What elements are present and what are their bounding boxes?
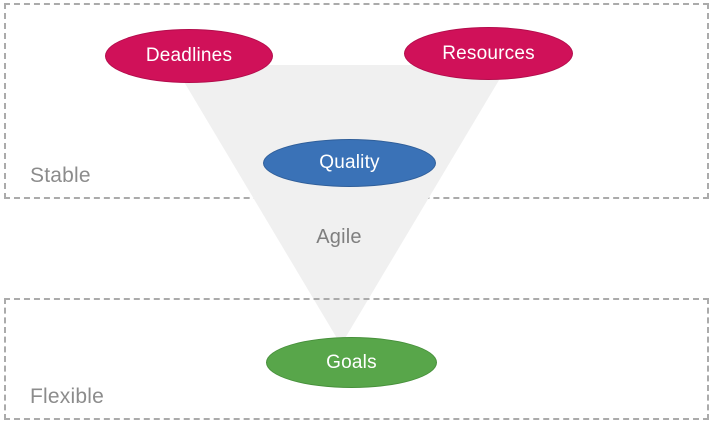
flexible-zone-label: Flexible <box>30 384 104 408</box>
node-resources-label: Resources <box>442 42 535 64</box>
node-quality: Quality <box>263 139 436 187</box>
node-goals-label: Goals <box>326 351 377 373</box>
node-deadlines-label: Deadlines <box>145 45 233 66</box>
flexible-zone: Flexible <box>4 298 709 420</box>
stable-zone-label: Stable <box>30 163 91 187</box>
node-deadlines: Deadlines <box>105 29 273 83</box>
node-goals: Goals <box>266 337 437 388</box>
node-quality-label: Quality <box>319 152 380 173</box>
node-resources: Resources <box>404 27 573 80</box>
funnel-label: Agile <box>316 226 362 248</box>
